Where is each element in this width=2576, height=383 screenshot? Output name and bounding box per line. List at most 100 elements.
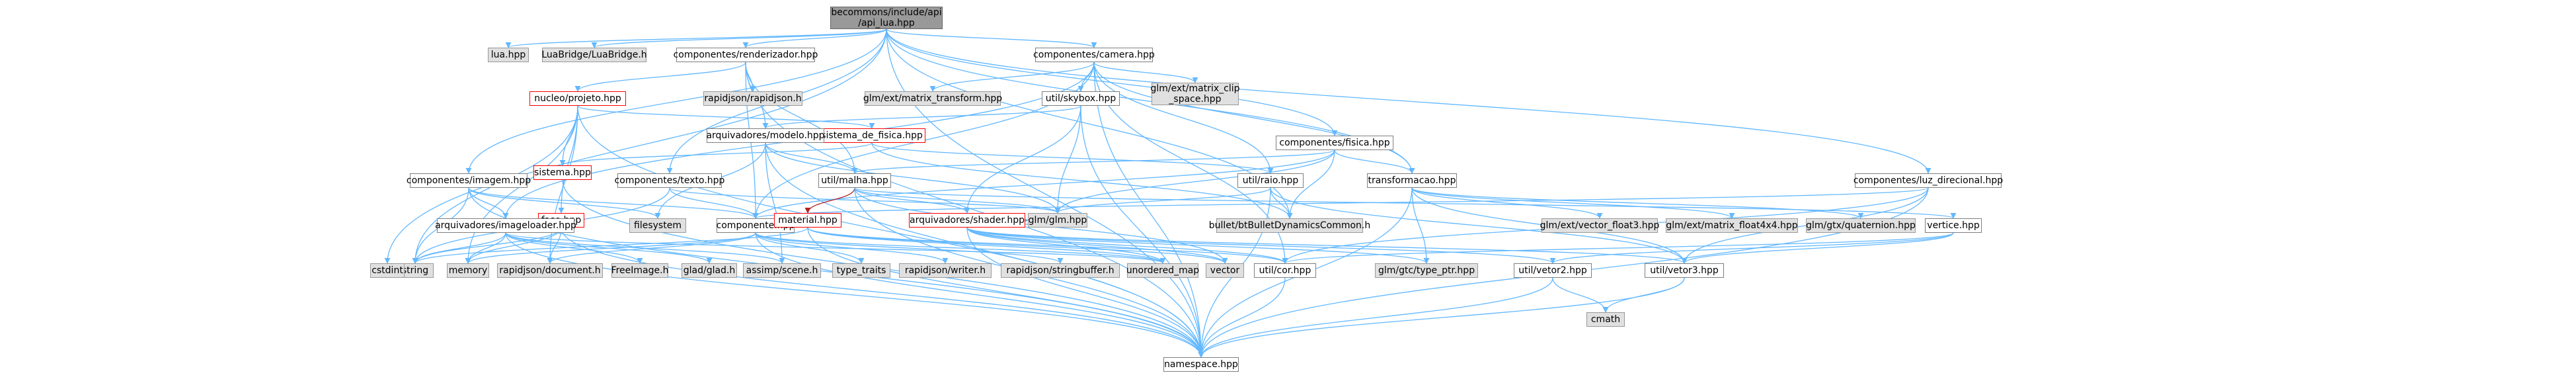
edge-shader-to-cor — [966, 227, 1288, 264]
edge-imagem-to-filesystem — [468, 187, 661, 219]
edge-root-to-cstdint — [384, 28, 887, 264]
edge-material-to-unordered_map — [807, 227, 1166, 264]
node-matrix-clip[interactable]: glm/ext/matrix_clip _space.hpp — [1150, 83, 1240, 105]
node-matrix-float4x4[interactable]: glm/ext/matrix_float4x4.hpp — [1666, 218, 1798, 233]
edge-renderizador-to-projeto — [574, 62, 746, 92]
edge-camera-to-namespace — [1093, 62, 1204, 358]
node-assimp[interactable]: assimp/scene.h — [743, 263, 821, 278]
edge-vetor2-to-namespace — [1198, 277, 1553, 358]
node-projeto[interactable]: nucleo/projeto.hpp — [529, 91, 626, 106]
edge-fisica-to-transformacao — [1334, 149, 1415, 174]
node-vertice[interactable]: vertice.hpp — [1925, 218, 1982, 233]
node-material[interactable]: material.hpp — [774, 213, 841, 228]
edge-modelo-to-namespace — [765, 142, 1204, 358]
node-vector-float3[interactable]: glm/ext/vector_float3.hpp — [1540, 218, 1659, 233]
node-stringbuffer[interactable]: rapidjson/stringbuffer.h — [1001, 263, 1120, 278]
node-unordered-map[interactable]: unordered_map — [1126, 263, 1199, 278]
node-sistema[interactable]: sistema.hpp — [533, 165, 592, 180]
node-vector[interactable]: vector — [1206, 263, 1244, 278]
node-raio[interactable]: util/raio.hpp — [1237, 173, 1304, 188]
node-cmath[interactable]: cmath — [1586, 312, 1625, 327]
edge-skybox-to-namespace — [1080, 105, 1204, 358]
node-vetor3[interactable]: util/vetor3.hpp — [1645, 263, 1724, 278]
edge-cor-to-namespace — [1198, 277, 1286, 358]
node-modelo[interactable]: arquivadores/modelo.hpp — [706, 128, 825, 143]
edge-imageloader-to-freeimage — [505, 232, 643, 264]
edge-componente-to-type_traits — [755, 232, 865, 264]
edge-camera-to-matrix_transform — [929, 62, 1095, 92]
edge-malha-to-material — [804, 187, 855, 214]
edge-vertice-to-cor — [1282, 232, 1954, 264]
edge-transformacao-to-matrix_float4x4 — [1411, 187, 1735, 219]
edge-componente-to-writer — [755, 232, 949, 264]
node-luz[interactable]: componentes/luz_direcional.hpp — [1854, 173, 2003, 188]
edge-texto-to-componente — [669, 187, 759, 219]
edge-root-to-imagem — [465, 28, 887, 174]
edge-root-to-renderizador — [742, 28, 887, 48]
node-shader[interactable]: arquivadores/shader.hpp — [909, 213, 1025, 228]
edge-fase-to-memory — [465, 227, 562, 264]
node-memory[interactable]: memory — [447, 263, 489, 278]
edge-skybox-to-modelo — [762, 105, 1081, 129]
node-luabridge[interactable]: LuaBridge/LuaBridge.h — [541, 48, 647, 62]
edge-imageloader-to-namespace — [505, 232, 1204, 358]
edge-malha-to-vertice — [854, 187, 1956, 219]
edge-shader-to-vector — [966, 227, 1228, 264]
edge-luz-to-componente — [753, 187, 1929, 219]
edge-vertice-to-vetor2 — [1549, 232, 1954, 264]
node-document[interactable]: rapidjson/document.h — [497, 263, 603, 278]
node-fisica[interactable]: componentes/fisica.hpp — [1276, 136, 1393, 150]
edge-camera-to-transformacao — [1093, 62, 1415, 174]
edge-root-to-camera — [886, 28, 1097, 48]
edge-sistema_fisica-to-sistema — [559, 142, 873, 166]
node-writer[interactable]: rapidjson/writer.h — [899, 263, 992, 278]
edge-vetor3-to-namespace — [1198, 277, 1685, 358]
node-imageloader[interactable]: arquivadores/imageloader.hpp — [435, 218, 576, 233]
edge-skybox-to-shader — [964, 105, 1081, 214]
node-rapidjson[interactable]: rapidjson/rapidjson.h — [703, 91, 802, 106]
node-cor[interactable]: util/cor.hpp — [1254, 263, 1316, 278]
edge-renderizador-to-malha — [745, 62, 858, 174]
edge-shader-to-vetor3 — [966, 227, 1688, 264]
edge-material-to-cor — [807, 227, 1288, 264]
edge-root-to-lua — [505, 28, 887, 48]
node-glm[interactable]: glm/glm.hpp — [1028, 213, 1087, 228]
node-lua[interactable]: lua.hpp — [488, 48, 529, 62]
node-bullet[interactable]: bullet/btBulletDynamicsCommon.h — [1209, 218, 1370, 233]
node-sistema-fisica[interactable]: sistema_de_fisica.hpp — [818, 128, 925, 143]
node-filesystem[interactable]: filesystem — [629, 218, 686, 233]
edge-root-to-luabridge — [591, 28, 887, 48]
node-quaternion[interactable]: glm/gtx/quaternion.hpp — [1806, 218, 1916, 233]
node-vetor2[interactable]: util/vetor2.hpp — [1514, 263, 1592, 278]
node-skybox[interactable]: util/skybox.hpp — [1042, 91, 1120, 106]
node-namespace[interactable]: namespace.hpp — [1163, 357, 1239, 372]
edge-material-to-string — [412, 227, 808, 264]
node-glad[interactable]: glad/glad.h — [682, 263, 737, 278]
node-camera[interactable]: componentes/camera.hpp — [1033, 48, 1155, 62]
edge-imageloader-to-string — [412, 232, 506, 264]
node-cstdint[interactable]: cstdint — [370, 263, 405, 278]
node-type-ptr[interactable]: glm/gtc/type_ptr.hpp — [1375, 263, 1478, 278]
node-transformacao[interactable]: transformacao.hpp — [1367, 173, 1457, 188]
edge-imagem-to-imageloader — [468, 187, 509, 219]
edge-camera-to-raio — [1093, 62, 1274, 174]
edge-camera-to-matrix_clip — [1093, 62, 1198, 83]
node-freeimage[interactable]: FreeImage.h — [611, 263, 668, 278]
node-malha[interactable]: util/malha.hpp — [818, 173, 891, 188]
edge-raio-to-vetor3 — [1270, 187, 1688, 264]
edge-raio-to-bullet — [1270, 187, 1293, 219]
edge-componente-to-unordered_map — [755, 232, 1166, 264]
node-texto[interactable]: componentes/texto.hpp — [615, 173, 724, 188]
edge-imageloader-to-assimp — [505, 232, 785, 264]
node-type-traits[interactable]: type_traits — [832, 263, 890, 278]
edge-raio-to-glm — [1054, 187, 1271, 214]
edge-componente-to-stringbuffer — [755, 232, 1064, 264]
edge-texto-to-glm — [669, 187, 1061, 214]
node-root[interactable]: becommons/include/api /api_lua.hpp — [830, 7, 943, 29]
node-imagem[interactable]: componentes/imagem.hpp — [407, 173, 531, 188]
node-matrix-transform[interactable]: glm/ext/matrix_transform.hpp — [863, 91, 1002, 106]
node-renderizador[interactable]: componentes/renderizador.hpp — [674, 48, 818, 62]
node-string[interactable]: string — [397, 263, 434, 278]
edge-fase-to-string — [412, 227, 562, 264]
